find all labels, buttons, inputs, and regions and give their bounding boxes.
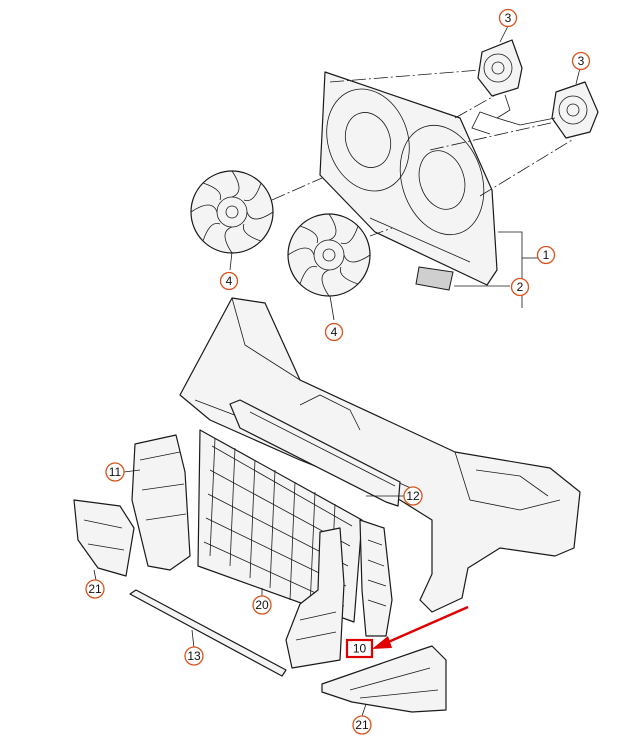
seal-strip xyxy=(129,589,287,677)
callout-13[interactable]: 13 xyxy=(184,646,204,666)
callout-11[interactable]: 11 xyxy=(105,462,125,482)
svg-text:20: 20 xyxy=(255,598,269,612)
svg-text:2: 2 xyxy=(517,280,524,294)
svg-text:21: 21 xyxy=(88,582,102,596)
callout-3-right[interactable]: 3 xyxy=(571,51,591,71)
svg-text:4: 4 xyxy=(226,274,233,288)
svg-text:11: 11 xyxy=(109,465,122,479)
callout-2[interactable]: 2 xyxy=(510,277,530,297)
air-guide-upper xyxy=(229,399,401,507)
air-deflector-right xyxy=(321,645,447,713)
callout-21-left[interactable]: 21 xyxy=(85,579,105,599)
callout-10-highlighted[interactable]: 10 xyxy=(345,638,374,659)
air-guide-bracket-right xyxy=(359,519,393,637)
callout-3-upper[interactable]: 3 xyxy=(498,8,518,28)
fan-left xyxy=(190,170,274,254)
callout-20[interactable]: 20 xyxy=(252,595,272,615)
svg-text:13: 13 xyxy=(187,649,201,663)
callout-4-left[interactable]: 4 xyxy=(219,271,239,291)
svg-text:12: 12 xyxy=(406,489,420,503)
svg-text:21: 21 xyxy=(355,718,369,732)
svg-text:3: 3 xyxy=(505,11,512,25)
callout-12[interactable]: 12 xyxy=(403,486,423,506)
highlight-arrow xyxy=(372,605,469,649)
callout-21-bottom[interactable]: 21 xyxy=(352,715,372,735)
svg-text:4: 4 xyxy=(331,325,338,339)
svg-text:1: 1 xyxy=(543,248,550,262)
svg-text:3: 3 xyxy=(578,54,585,68)
fan-shroud xyxy=(319,71,498,286)
fan-motor-right xyxy=(471,81,599,139)
callout-1[interactable]: 1 xyxy=(536,245,556,265)
air-guide-left-lower xyxy=(285,527,345,669)
callout-4-right[interactable]: 4 xyxy=(324,322,344,342)
fan-motor-upper xyxy=(477,39,523,119)
air-deflector-left xyxy=(73,499,135,577)
fan-right xyxy=(287,213,371,297)
air-guide-left xyxy=(131,434,191,571)
svg-text:10: 10 xyxy=(353,642,367,656)
shroud-seal-plate xyxy=(415,266,454,291)
